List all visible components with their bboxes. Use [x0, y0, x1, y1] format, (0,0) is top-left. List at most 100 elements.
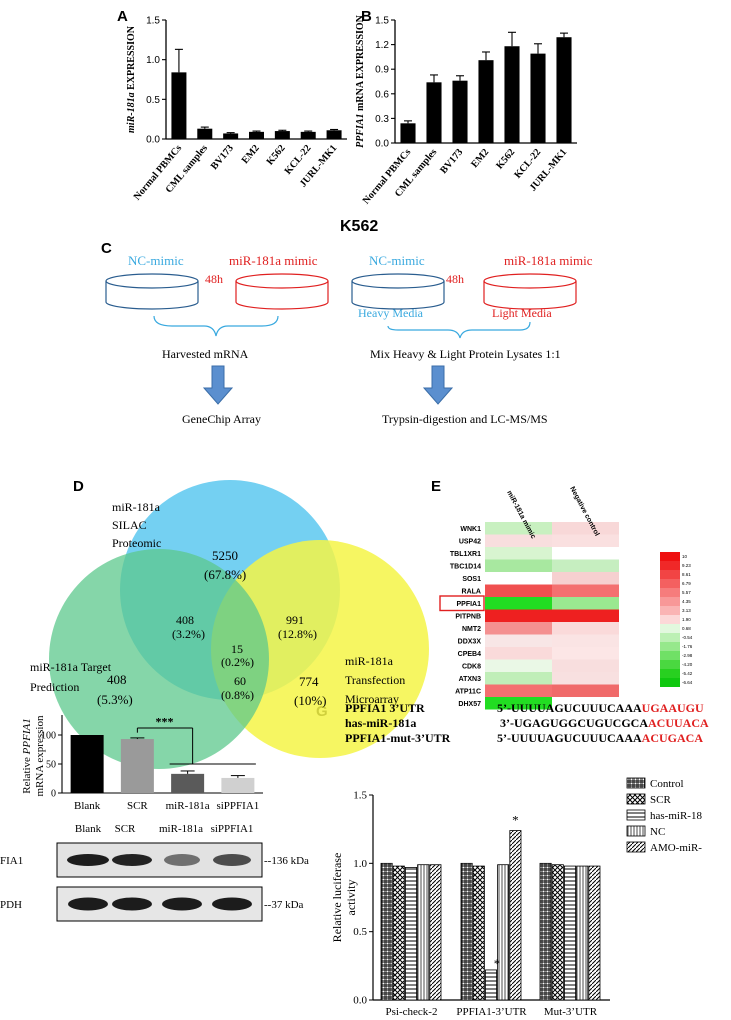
panel-a-label: A: [117, 8, 128, 25]
heatmap-cell-control: [552, 534, 619, 547]
heatmap-cell-control: [552, 547, 619, 560]
wb-band-gapdh: [68, 897, 108, 911]
g-legend-label: NC: [650, 826, 665, 838]
g-bar: [460, 862, 473, 1001]
venn-60: 60: [234, 674, 246, 688]
brace-left: [153, 315, 279, 337]
a-bar: [223, 133, 239, 139]
g-x-tick-label: Psi-check-2: [386, 1006, 438, 1018]
g-legend-label: has-miR-18: [650, 810, 702, 822]
g-bar: [417, 864, 430, 1001]
f-y-label-1-italic: PPFIA1: [21, 718, 33, 755]
a-y-tick-label: 1.0: [146, 55, 160, 66]
g-bar: [404, 867, 417, 1001]
scale-label: -4.20: [682, 662, 693, 667]
seq2: 3’-UGAGUGGCUGUCGCAACUUACA: [500, 716, 731, 731]
f-sig-stars: ***: [156, 715, 174, 729]
scale-label: 0.68: [682, 626, 691, 631]
heatmap-cell-mimic: [485, 672, 552, 685]
g-y-label-2: activity: [344, 880, 358, 916]
scale-label: 3.13: [682, 608, 691, 613]
f-bar: [171, 773, 205, 793]
heatmap-gene-label: PPFIA1: [456, 601, 481, 608]
venn-408a: 408: [176, 613, 194, 627]
heatmap-cell-mimic: [485, 547, 552, 560]
panel-b-label: B: [361, 8, 372, 25]
a-y-tick-label: 1.5: [146, 16, 160, 27]
b-y-tick-label: 0.6: [375, 89, 389, 100]
g-y-label-1: Relative luciferase: [330, 853, 344, 943]
a-x-tick-label: EM2: [240, 143, 262, 166]
heatmap-cell-mimic: [485, 659, 552, 672]
scale-label: -6.64: [682, 680, 693, 685]
venn-15: 15: [231, 642, 243, 656]
b-y-label: PPFIA1 mRNA EXPRESSION: [355, 14, 366, 148]
c-genechip: GeneChip Array: [182, 412, 261, 426]
wb-header-label: SCR: [115, 823, 136, 835]
scale-label: 5.57: [682, 590, 691, 595]
b-x-tick-label: EM2: [469, 147, 491, 170]
scale-label: 9.23: [682, 563, 691, 568]
scale-swatch: [660, 570, 680, 579]
g-legend-swatch: [626, 841, 646, 853]
scale-label: 4.35: [682, 599, 691, 604]
cylinder-nc-left-top: [105, 273, 199, 289]
wb-band-gapdh: [112, 897, 152, 911]
c-trypsin: Trypsin-digestion and LC-MS/MS: [382, 412, 548, 426]
wb-band-ppfia1: [67, 854, 109, 866]
wb-kda-136: --136 kDa: [264, 855, 309, 867]
venn-trans-label-1: miR-181a: [345, 654, 393, 668]
scale-swatch: [660, 579, 680, 588]
scale-swatch: [660, 678, 680, 687]
g-x-tick-label: PPFIA1-3’UTR: [456, 1006, 527, 1018]
seq3-name: PPFIA1-mut-3’UTR: [345, 731, 451, 745]
wb-header-label: siPPFIA1: [211, 823, 254, 835]
g-y-tick-label: 1.0: [353, 858, 367, 870]
wb-band-ppfia1: [164, 854, 200, 866]
heatmap-gene-label: ATP11C: [455, 689, 481, 696]
scale-label: 8.61: [682, 572, 691, 577]
scale-swatch: [660, 552, 680, 561]
heatmap-cell-mimic: [485, 609, 552, 622]
f-x-tick-label: siPPFIA1: [216, 800, 259, 812]
heatmap-cell-control: [552, 659, 619, 672]
venn-408a-pct: (3.2%): [172, 627, 205, 641]
b-y-label-italic: PPFIA1: [355, 113, 366, 147]
f-bar: [221, 777, 255, 793]
f-x-tick-label: miR-181a: [166, 800, 210, 812]
scale-swatch: [660, 606, 680, 615]
g-bar: [472, 865, 485, 1001]
heatmap-cell-mimic: [485, 559, 552, 572]
heatmap-cell-control: [552, 697, 619, 710]
seq2-part-a: 3’-UGAGUGGCUGUCGCA: [500, 716, 648, 730]
g-legend-swatch: [626, 825, 646, 837]
f-y-label-1-pre: Relative: [21, 754, 33, 793]
scale-label: -0.54: [682, 635, 693, 640]
f-y-label-2: mRNA expression: [34, 715, 46, 796]
a-y-tick-label: 0.5: [146, 95, 160, 106]
a-x-tick-label: K562: [265, 143, 288, 168]
venn-774-pct: (10%): [294, 693, 327, 708]
venn-15-pct: (0.2%): [221, 655, 254, 669]
venn-5250: 5250: [212, 548, 238, 563]
b-bar: [478, 60, 494, 143]
b-bar: [452, 80, 468, 143]
b-bar: [504, 46, 520, 143]
g-bar: [497, 864, 510, 1001]
g-bar: [509, 830, 522, 1001]
wb-band-ppfia1: [112, 854, 152, 866]
b-x-tick-label: K562: [494, 147, 517, 172]
heatmap-cell-mimic: [485, 647, 552, 660]
heatmap-cell-mimic: [485, 622, 552, 635]
cylinder-nc-left-body: [105, 281, 199, 310]
scale-swatch: [660, 642, 680, 651]
heatmap-e: WNK1USP42TBL1XR1TBC1D14SOS1RALAPPFIA1PIT…: [439, 486, 693, 710]
g-star-low: *: [494, 956, 501, 971]
b-y-tick-label: 1.5: [375, 16, 389, 27]
cylinder-mir-left-body: [235, 281, 329, 310]
brace-right: [387, 321, 531, 339]
g-legend-swatch: [626, 809, 646, 821]
heatmap-gene-label: WNK1: [460, 526, 481, 533]
heatmap-cell-control: [552, 622, 619, 635]
